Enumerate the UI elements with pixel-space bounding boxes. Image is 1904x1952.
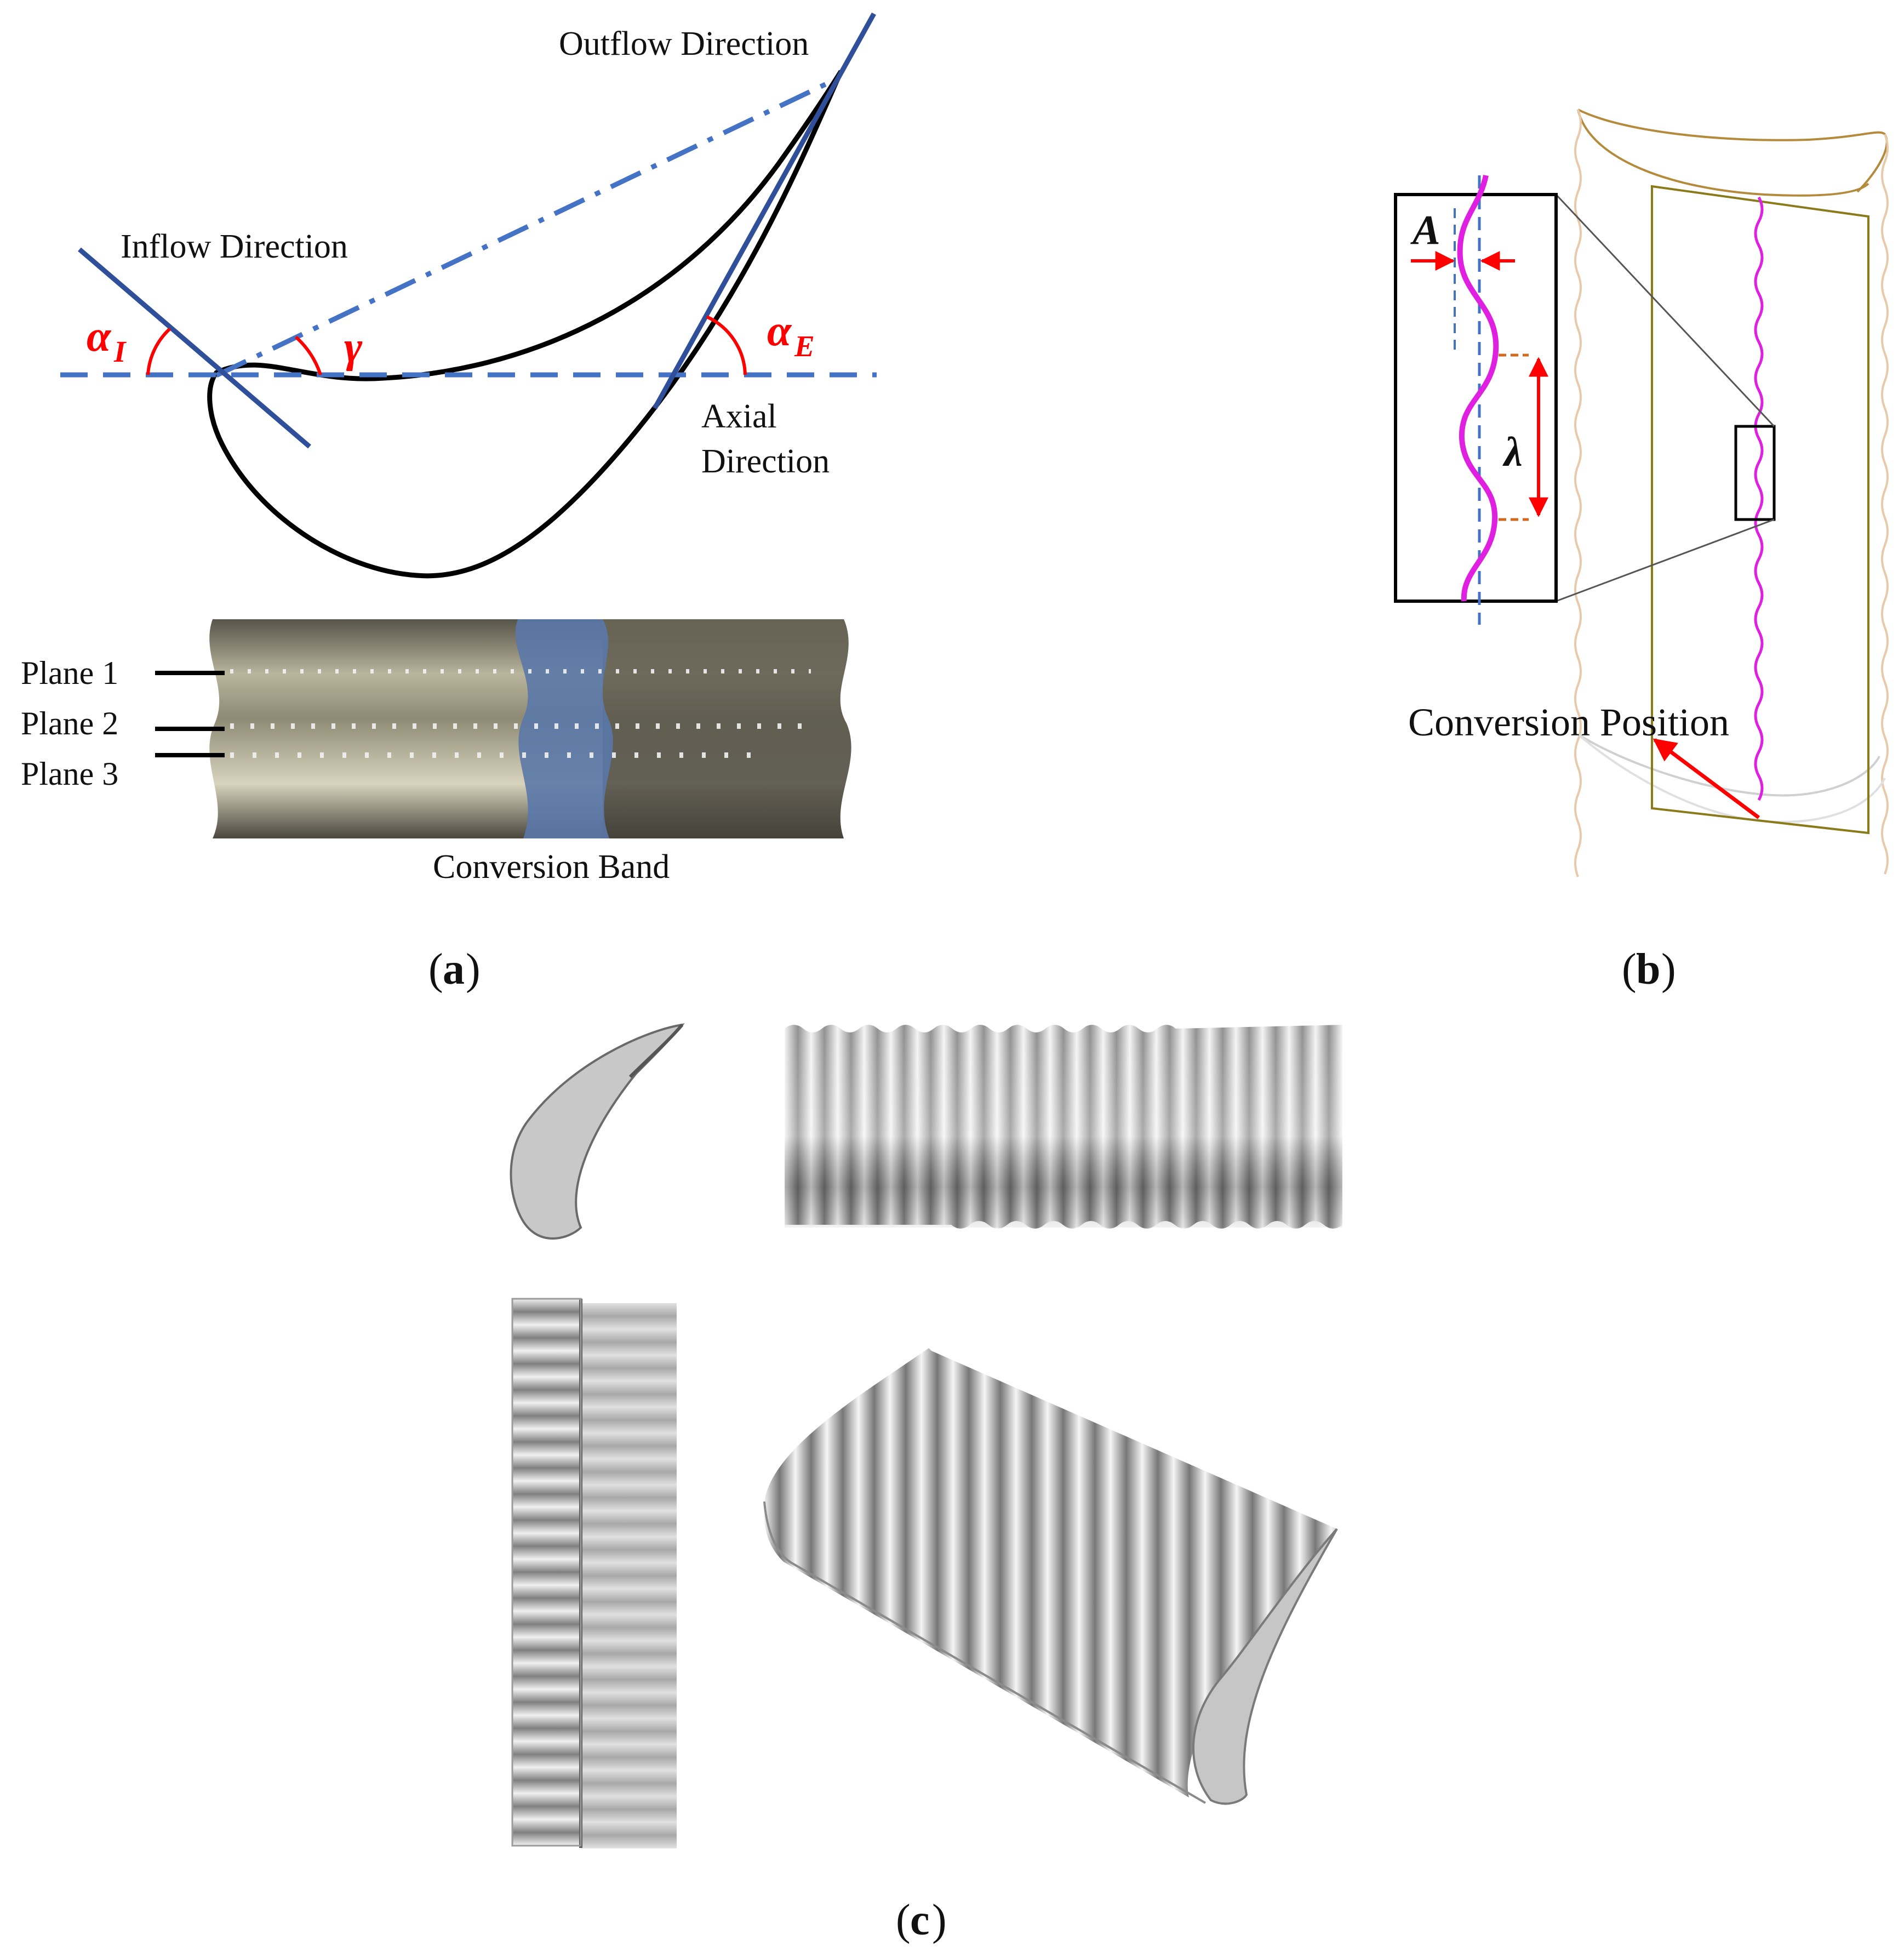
wavelength-symbol: λ <box>1502 429 1523 475</box>
panel-a: Outflow Direction Inflow Direction Axial… <box>21 12 877 994</box>
svg-text:α: α <box>87 312 112 361</box>
blade-cross-section <box>510 1023 685 1240</box>
side-view-render <box>511 1298 677 1848</box>
blade-surface-render <box>209 619 851 838</box>
plane-3-label: Plane 3 <box>21 756 118 792</box>
outflow-direction-line <box>653 12 876 410</box>
inflow-direction-label: Inflow Direction <box>121 228 348 265</box>
chord-line <box>215 77 837 378</box>
wavy-blade-outline <box>1574 109 1889 877</box>
outflow-direction-label: Outflow Direction <box>559 25 809 62</box>
plane-1-label: Plane 1 <box>21 655 118 691</box>
conversion-wavy-line <box>1754 196 1764 801</box>
panel-b: A λ Conversion Position ( b ) <box>1394 109 1889 994</box>
svg-text:): ) <box>932 1896 947 1944</box>
panel-c: ( c ) <box>510 1023 1342 1944</box>
svg-text:): ) <box>466 945 481 994</box>
conversion-band-label: Conversion Band <box>433 848 670 886</box>
svg-text:a: a <box>443 945 465 994</box>
axial-label-line1: Axial <box>701 398 777 435</box>
conversion-position-label: Conversion Position <box>1408 700 1729 744</box>
isometric-view-render <box>763 1348 1338 1805</box>
zoom-region-box <box>1734 425 1776 521</box>
caption-a: ( a ) <box>428 945 481 994</box>
blade-profile-outline <box>207 70 844 579</box>
svg-text:(: ( <box>428 945 443 994</box>
conversion-position-arrow <box>1653 738 1760 819</box>
axial-label-line2: Direction <box>701 443 830 480</box>
gamma-symbol: γ <box>344 323 363 372</box>
conversion-plane <box>1651 185 1869 835</box>
caption-c: ( c ) <box>896 1896 947 1944</box>
svg-text:E: E <box>794 329 815 363</box>
svg-text:(: ( <box>896 1896 911 1944</box>
alpha-e-arc <box>706 315 747 375</box>
svg-text:c: c <box>910 1896 930 1944</box>
alpha-i-symbol: α I <box>87 312 127 368</box>
zoom-leader-bottom <box>1556 518 1775 602</box>
svg-text:(: ( <box>1622 945 1637 994</box>
caption-b: ( b ) <box>1622 945 1676 994</box>
inset-wavy-line <box>1457 175 1499 602</box>
front-view-render <box>785 1025 1342 1229</box>
inflow-direction-line <box>78 247 311 449</box>
svg-text:α: α <box>767 307 792 355</box>
svg-text:I: I <box>113 335 127 368</box>
amplitude-symbol: A <box>1410 207 1440 253</box>
alpha-i-arc <box>146 327 171 375</box>
gamma-arc <box>294 335 322 375</box>
svg-text:b: b <box>1636 945 1661 994</box>
plane-2-label: Plane 2 <box>21 705 118 741</box>
svg-text:): ) <box>1661 945 1676 994</box>
zoom-leader-top <box>1555 193 1775 427</box>
alpha-e-symbol: α E <box>767 307 815 363</box>
conversion-band-region <box>515 619 613 838</box>
